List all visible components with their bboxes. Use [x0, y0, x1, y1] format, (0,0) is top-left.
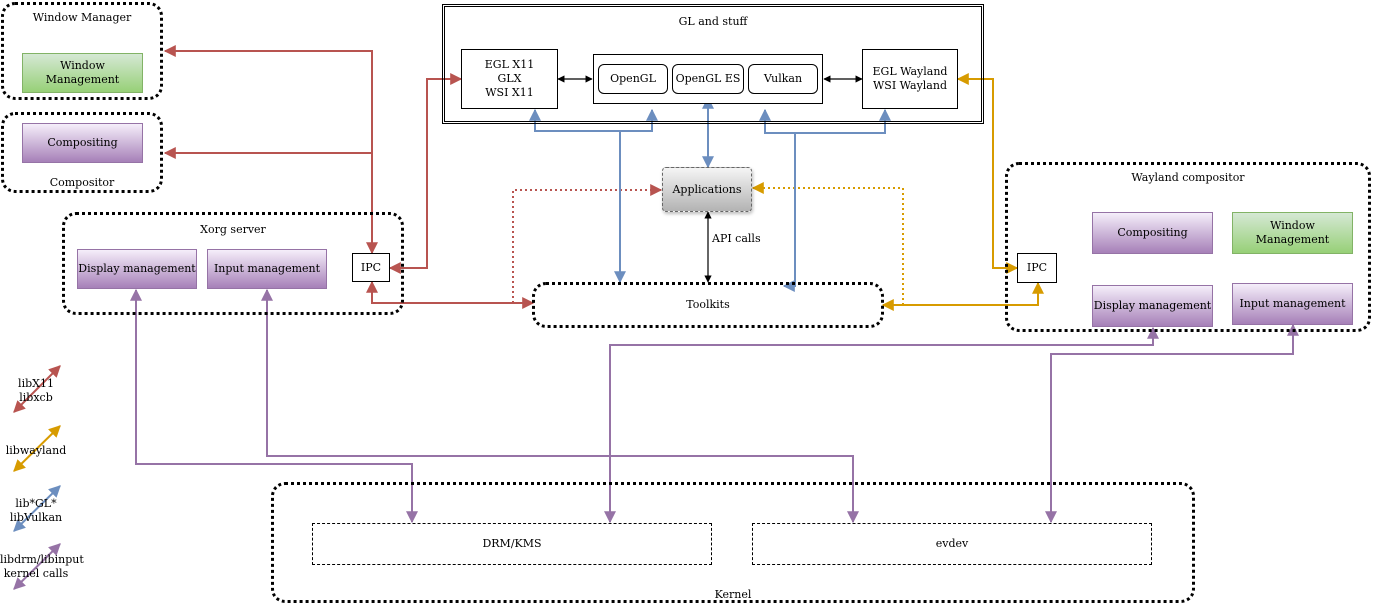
window-manager-title: Window Manager: [32, 11, 132, 24]
compositing-node: Compositing: [22, 123, 143, 163]
edge-ipc-to-window-manager: [163, 45, 378, 255]
gl-and-stuff-title: GL and stuff: [678, 15, 748, 28]
xorg-server-group: [62, 212, 404, 315]
wl-ipc-node: IPC: [1017, 253, 1057, 283]
xorg-input-management-node: Input management: [207, 249, 327, 289]
wm-window-management-node: Window Management: [22, 53, 143, 93]
toolkits-node: Toolkits: [532, 282, 884, 328]
legend-arrow-kernel: [13, 543, 61, 590]
egl-x11-node: EGL X11 GLX WSI X11: [461, 49, 558, 109]
evdev-node: evdev: [752, 523, 1152, 565]
edge-toolkits-to-gl-right: [782, 133, 796, 292]
legend-label-wayland: libwayland: [5, 444, 67, 457]
egl-wayland-node: EGL Wayland WSI Wayland: [862, 49, 958, 109]
legend-arrow-gl: [13, 485, 61, 532]
gl-and-stuff-group: [442, 4, 984, 124]
legend-arrow-wayland: [13, 425, 61, 472]
compositor-title: Compositor: [49, 176, 115, 189]
legend-arrow-x11: [13, 365, 61, 413]
vulkan-node: Vulkan: [748, 64, 818, 94]
xorg-display-management-node: Display management: [77, 249, 197, 289]
xorg-server-title: Xorg server: [200, 223, 266, 236]
legend-label-x11: libX11 libxcb: [18, 377, 54, 404]
edge-gl-bus-left: [529, 108, 658, 132]
legend-label-kernel: libdrm/libinput kernel calls: [0, 553, 84, 580]
window-manager-group: [1, 2, 163, 100]
api-calls-label: API calls: [712, 232, 761, 245]
opengl-node: OpenGL: [598, 64, 668, 94]
xorg-ipc-node: IPC: [352, 253, 390, 282]
kernel-title: Kernel: [714, 588, 752, 601]
wayland-compositor-title: Wayland compositor: [1131, 171, 1245, 184]
legend-label-gl: lib*GL* libVulkan: [9, 497, 63, 524]
applications-node: Applications: [662, 167, 752, 212]
edge-toolkits-to-applications-x11: [512, 184, 663, 303]
wl-window-management-node: Window Management: [1232, 212, 1353, 254]
kernel-group: [271, 482, 1195, 603]
edge-wl-ipc-to-toolkits: [881, 281, 1044, 311]
drm-kms-node: DRM/KMS: [312, 523, 712, 565]
wl-display-management-node: Display management: [1092, 285, 1213, 327]
opengl-es-node: OpenGL ES: [672, 64, 744, 94]
wl-compositing-node: Compositing: [1092, 212, 1213, 254]
compositor-group: [1, 112, 163, 193]
wl-input-management-node: Input management: [1232, 283, 1353, 325]
wayland-compositor-group: [1005, 162, 1371, 332]
edge-wl-input-to-evdev: [1045, 323, 1299, 524]
edge-toolkits-to-applications-wayland: [751, 182, 904, 305]
